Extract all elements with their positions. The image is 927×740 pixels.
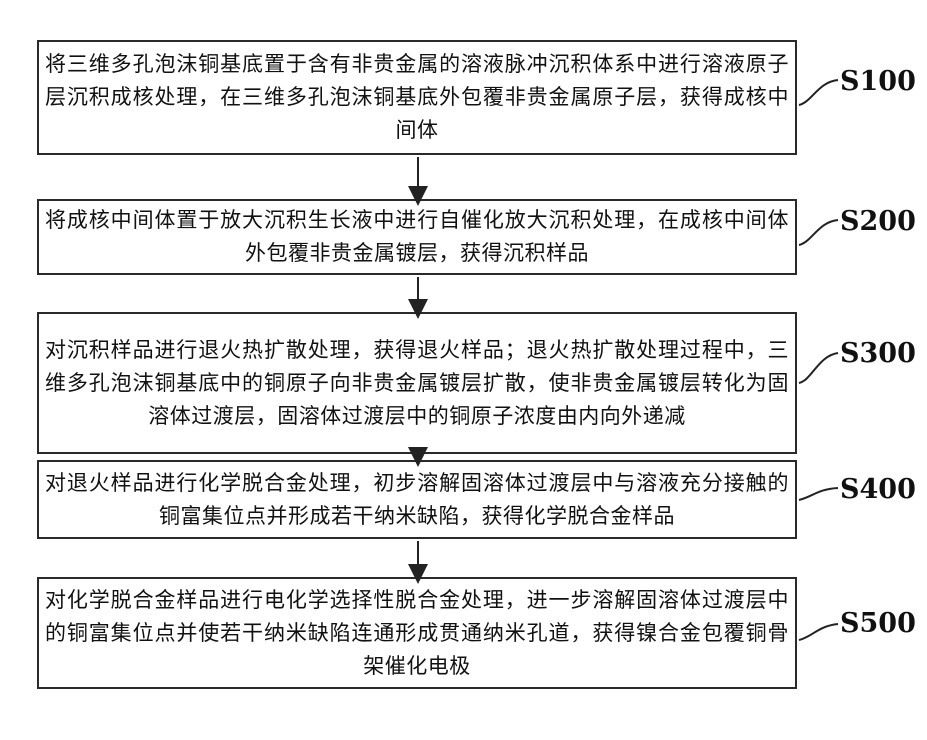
leader-s100	[799, 80, 838, 105]
step-label-s400: S400	[840, 474, 916, 505]
leader-s200	[799, 220, 838, 245]
step-label-s500: S500	[840, 608, 916, 639]
leader-s300	[799, 353, 838, 383]
leader-s400	[799, 488, 838, 500]
step-label-s100: S100	[840, 66, 916, 97]
step-label-s200: S200	[840, 206, 916, 237]
leader-s500	[799, 624, 838, 640]
step-label-s300: S300	[840, 338, 916, 369]
